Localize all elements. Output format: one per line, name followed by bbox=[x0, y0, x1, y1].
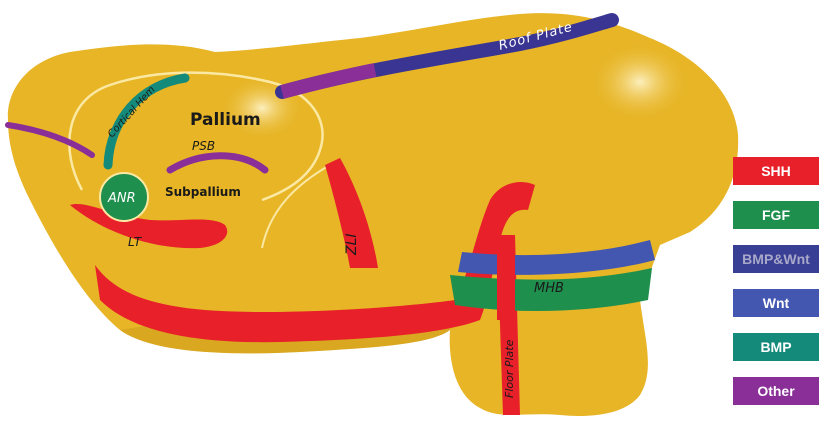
label-pallium: Pallium bbox=[190, 110, 261, 130]
legend-bmp-wnt: BMP&Wnt bbox=[733, 245, 819, 273]
legend-shh: SHH bbox=[733, 157, 819, 185]
label-anr: ANR bbox=[107, 191, 136, 206]
label-zli: ZLI bbox=[344, 233, 360, 256]
label-lt: LT bbox=[128, 235, 143, 249]
legend: SHH FGF BMP&Wnt Wnt BMP Other bbox=[733, 157, 819, 421]
label-psb: PSB bbox=[192, 139, 215, 153]
floor-plate-overlay bbox=[497, 250, 515, 320]
legend-other: Other bbox=[733, 377, 819, 405]
legend-wnt: Wnt bbox=[733, 289, 819, 317]
label-mhb: MHB bbox=[534, 281, 564, 296]
label-floor-plate: Floor Plate bbox=[503, 339, 516, 398]
highlight-caudal bbox=[590, 42, 690, 122]
legend-fgf: FGF bbox=[733, 201, 819, 229]
label-subpallium: Subpallium bbox=[165, 185, 241, 199]
legend-bmp: BMP bbox=[733, 333, 819, 361]
